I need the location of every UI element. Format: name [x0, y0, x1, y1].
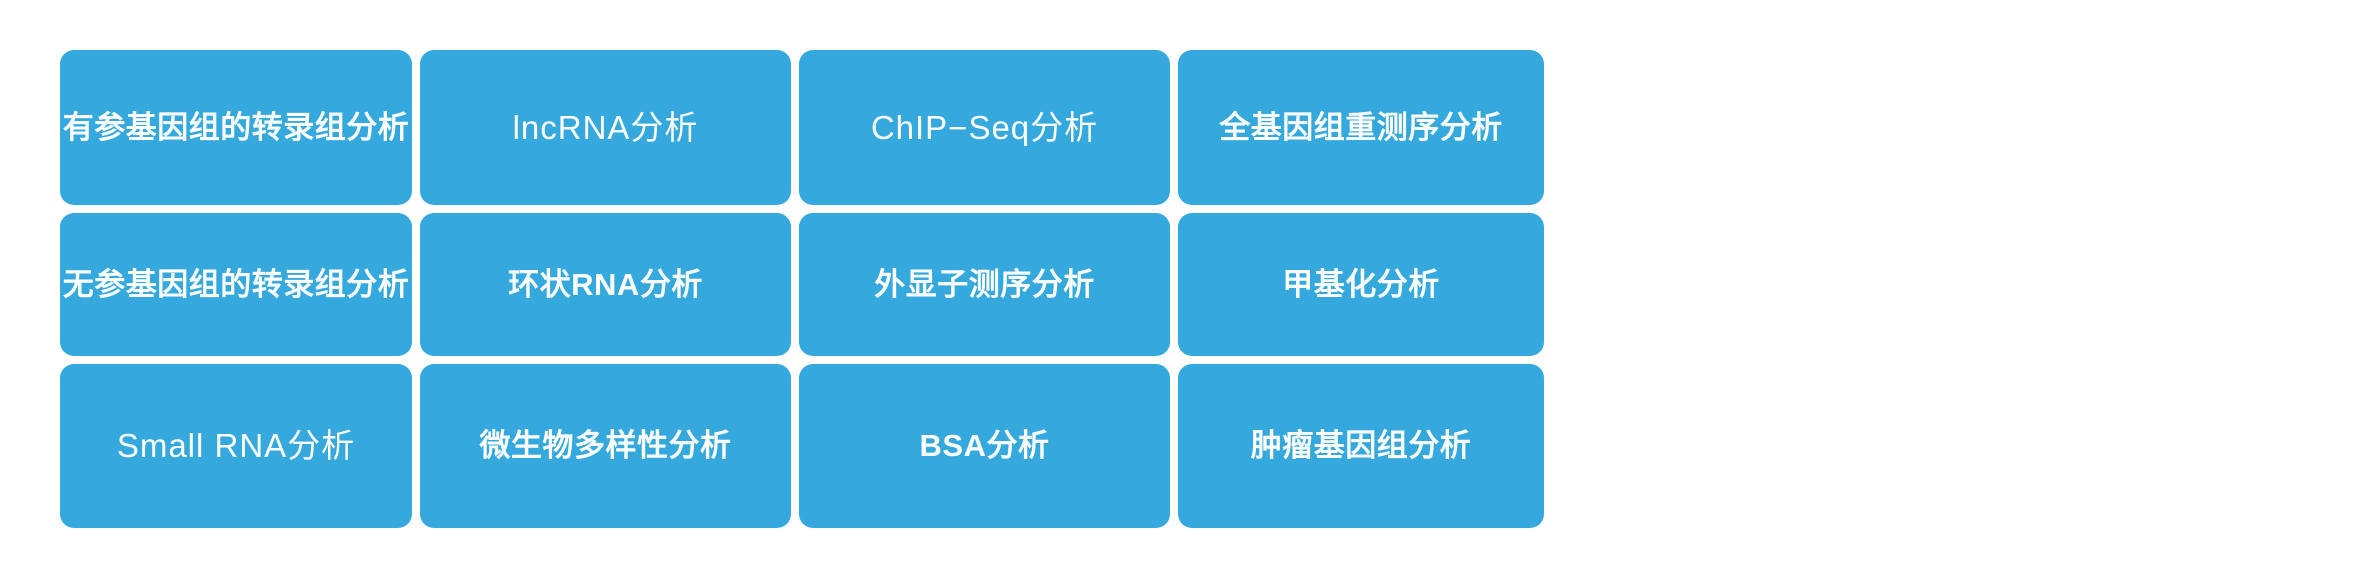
service-card-label: 甲基化分析: [1282, 266, 1440, 302]
service-card-2[interactable]: lncRNA分析: [420, 50, 791, 205]
service-card-label: 肿瘤基因组分析: [1250, 428, 1472, 464]
service-card-7[interactable]: 外显子测序分析: [799, 213, 1170, 356]
service-card-9[interactable]: Small RNA分析: [60, 364, 412, 528]
service-card-12[interactable]: 肿瘤基因组分析: [1178, 364, 1544, 528]
service-card-label: 微生物多样性分析: [479, 428, 732, 464]
service-card-11[interactable]: BSA分析: [799, 364, 1170, 528]
service-card-10[interactable]: 微生物多样性分析: [420, 364, 791, 528]
service-card-label: 有参基因组的转录组分析: [62, 109, 410, 145]
service-card-label: 外显子测序分析: [874, 266, 1095, 302]
service-card-label: 全基因组重测序分析: [1219, 109, 1503, 145]
service-card-4[interactable]: 全基因组重测序分析: [1178, 50, 1544, 205]
service-card-label: lncRNA分析: [512, 108, 699, 146]
service-card-5[interactable]: 无参基因组的转录组分析: [60, 213, 412, 356]
service-card-8[interactable]: 甲基化分析: [1178, 213, 1544, 356]
service-card-3[interactable]: ChIP−Seq分析: [799, 50, 1170, 205]
analysis-service-grid: 有参基因组的转录组分析 lncRNA分析 ChIP−Seq分析 全基因组重测序分…: [60, 50, 2298, 528]
service-card-label: 环状RNA分析: [508, 266, 703, 302]
service-card-label: BSA分析: [919, 428, 1050, 464]
service-card-label: ChIP−Seq分析: [870, 108, 1099, 146]
service-card-6[interactable]: 环状RNA分析: [420, 213, 791, 356]
service-card-label: 无参基因组的转录组分析: [62, 266, 410, 302]
service-card-label: Small RNA分析: [116, 427, 356, 465]
service-card-1[interactable]: 有参基因组的转录组分析: [60, 50, 412, 205]
